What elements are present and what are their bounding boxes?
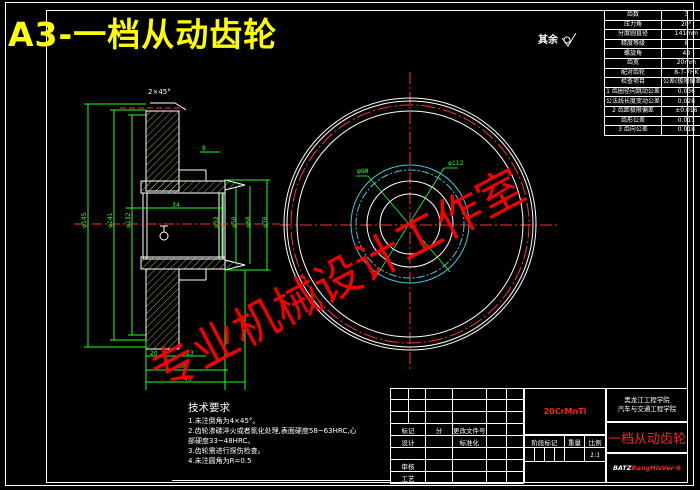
svg-text:φ145: φ145 (81, 212, 88, 228)
svg-text:φ52: φ52 (213, 216, 220, 228)
svg-text:34: 34 (172, 202, 180, 209)
svg-text:φ68: φ68 (245, 216, 252, 228)
svg-text:8: 8 (202, 145, 206, 152)
part-name: 一档从动齿轮 (606, 422, 688, 453)
svg-text:13: 13 (186, 350, 194, 357)
svg-text:38: 38 (178, 363, 186, 370)
param-row: 2 齿距极限偏差±0.016 (603, 105, 700, 117)
drawing-title: A3-一档从动齿轮 (8, 15, 278, 54)
material-cell: 20CrMnTi (524, 388, 606, 435)
svg-text:φ141: φ141 (107, 212, 114, 228)
revision-grid: 标记 分 更改文件号 设计标准化 审核 工艺 (390, 388, 524, 484)
material-value: 20CrMnTi (543, 407, 587, 416)
drawing-frame-outer (5, 2, 694, 486)
front-view: φ98 φ112 (280, 72, 560, 372)
tech-item: 3.齿轮需进行探伤检查。 (188, 447, 265, 455)
section-view: 2×45° φ145 (74, 88, 280, 390)
svg-text:φ78: φ78 (262, 216, 269, 228)
svg-text:2×45°: 2×45° (148, 88, 171, 96)
svg-text:φ112: φ112 (448, 160, 464, 167)
school-cell: 黑龙江工程学院 汽车与交通工程学院 (606, 388, 688, 422)
svg-text:43: 43 (184, 376, 192, 383)
svg-text:φ58: φ58 (231, 216, 238, 228)
tech-item: 2.齿轮渗碳淬火或者氮化处理,表面硬度58~63HRC,心 (188, 427, 357, 435)
svg-text:φ132: φ132 (125, 212, 132, 228)
tech-heading: 技术要求 (188, 402, 230, 414)
roughness-symbol-icon (562, 32, 577, 47)
tech-item: 部硬度33~48HRC。 (188, 437, 255, 445)
stage-grid: 阶段标记重量比例 1:1 (524, 435, 606, 483)
svg-text:20: 20 (150, 350, 158, 357)
drawing-frame-inner (46, 10, 688, 483)
roughness-label: 其余 (538, 35, 558, 46)
tech-item: 4.未注圆角为R=0.5 (188, 457, 252, 465)
title-block: 标记 分 更改文件号 设计标准化 审核 工艺 20CrMnTi 阶段标记重量比例… (390, 388, 688, 484)
divider (172, 480, 390, 481)
svg-text:φ98: φ98 (357, 168, 369, 175)
technical-requirements: 技术要求 1.未注倒角为4×45°。 2.齿轮渗碳淬火或者氮化处理,表面硬度58… (188, 402, 356, 466)
tech-item: 1.未注倒角为4×45°。 (188, 417, 260, 425)
drawing-number: BATZ RangHisVer-6 (606, 453, 688, 483)
surface-roughness-note: 其余 (538, 31, 577, 47)
